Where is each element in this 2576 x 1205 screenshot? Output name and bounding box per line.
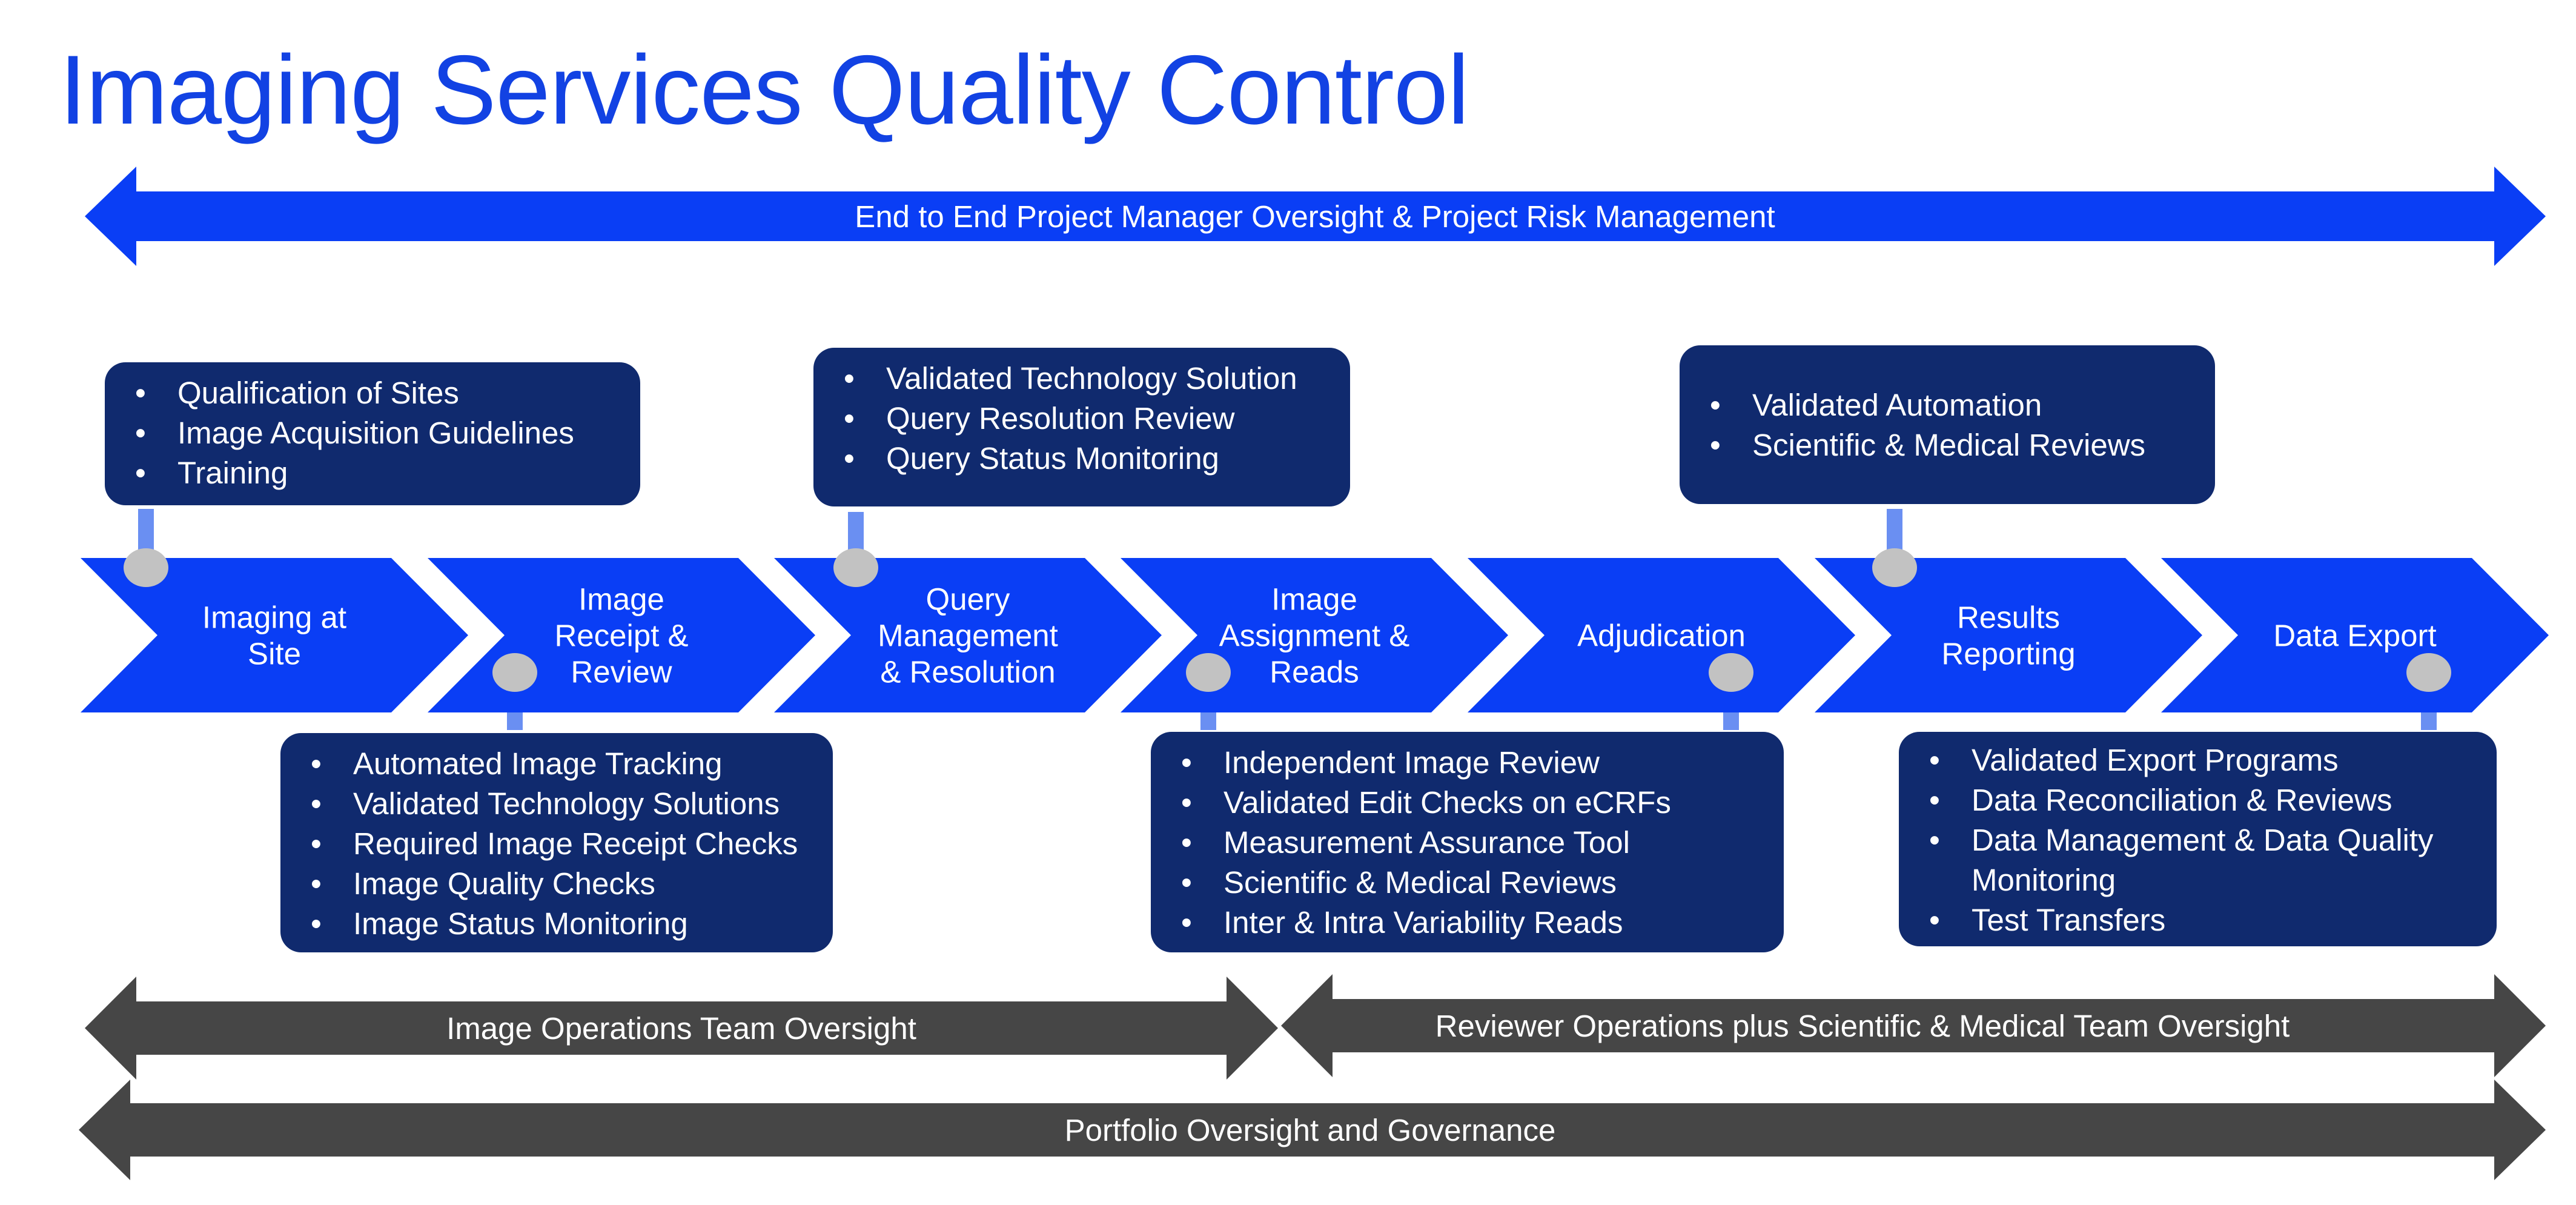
stage-label-line: Imaging at — [202, 600, 346, 635]
bullet-item: Test Transfers — [1929, 900, 2478, 940]
portfolio-arrow: Portfolio Oversight and Governance — [79, 1080, 2546, 1180]
bullet-item: Validated Edit Checks on eCRFs — [1181, 783, 1766, 823]
stage-label-line: Assignment & — [1219, 619, 1410, 653]
stage-label-line: Image — [1271, 582, 1357, 617]
bullet-item: Validated Technology Solution — [844, 359, 1332, 399]
receipt-activities-box: Automated Image TrackingValidated Techno… — [280, 733, 833, 952]
stage-label-line: Reads — [1270, 655, 1359, 689]
connector-pin — [833, 548, 878, 587]
bullet-item: Inter & Intra Variability Reads — [1181, 903, 1766, 943]
bullet-list: Validated Technology SolutionQuery Resol… — [844, 359, 1332, 479]
bullet-item: Scientific & Medical Reviews — [1710, 425, 2197, 465]
stage-label-line: Management — [878, 619, 1058, 653]
image-ops-arrow: Image Operations Team Oversight — [85, 977, 1278, 1080]
connector-pin — [492, 653, 537, 692]
connector-pin — [1186, 653, 1231, 692]
stage-data-export: Data Export — [2161, 558, 2549, 712]
bullet-list: Validated Export ProgramsData Reconcilia… — [1929, 740, 2478, 940]
bullet-item: Required Image Receipt Checks — [311, 824, 815, 864]
page-title: Imaging Services Quality Control — [59, 35, 1469, 145]
stage-label-line: Site — [248, 637, 301, 671]
site-activities-box: Qualification of SitesImage Acquisition … — [105, 362, 640, 505]
double-arrow-shape — [79, 1080, 2546, 1180]
connector-pin — [1872, 548, 1917, 587]
stage-label-line: Receipt & — [554, 619, 688, 653]
stage-label-line: Review — [571, 655, 672, 689]
query-activities-box: Validated Technology SolutionQuery Resol… — [813, 348, 1350, 506]
bullet-item: Qualification of Sites — [135, 373, 622, 413]
bullet-item: Image Status Monitoring — [311, 904, 815, 944]
stage-label-line: Reporting — [1941, 637, 2075, 671]
stage-adjudication: Adjudication — [1468, 558, 1855, 712]
top-oversight-arrow: End to End Project Manager Oversight & P… — [85, 167, 2546, 266]
bullet-list: Validated AutomationScientific & Medical… — [1710, 385, 2197, 465]
image-ops-label: Image Operations Team Oversight — [446, 1011, 916, 1046]
bullet-list: Qualification of SitesImage Acquisition … — [135, 373, 622, 493]
chevron-shape — [2161, 558, 2549, 712]
stage-label-line: Query — [926, 582, 1010, 617]
reads-activities-box: Independent Image ReviewValidated Edit C… — [1151, 732, 1784, 952]
bullet-item: Image Quality Checks — [311, 864, 815, 904]
bullet-list: Automated Image TrackingValidated Techno… — [311, 744, 815, 944]
bullet-list: Independent Image ReviewValidated Edit C… — [1181, 743, 1766, 943]
bullet-item: Measurement Assurance Tool — [1181, 823, 1766, 863]
reviewer-ops-arrow: Reviewer Operations plus Scientific & Me… — [1281, 974, 2546, 1077]
bullet-item: Image Acquisition Guidelines — [135, 413, 622, 453]
bullet-item: Automated Image Tracking — [311, 744, 815, 784]
stage-label-line: Image — [578, 582, 664, 617]
stage-label-line: Adjudication — [1577, 619, 1746, 653]
bullet-item: Validated Export Programs — [1929, 740, 2478, 780]
chevron-shape — [1468, 558, 1855, 712]
stage-label-line: Data Export — [2273, 619, 2436, 653]
top-arrow-label: End to End Project Manager Oversight & P… — [855, 199, 1775, 234]
bullet-item: Scientific & Medical Reviews — [1181, 863, 1766, 903]
double-arrow-shape — [85, 167, 2546, 266]
bullet-item: Independent Image Review — [1181, 743, 1766, 783]
portfolio-label: Portfolio Oversight and Governance — [1065, 1113, 1556, 1147]
connector-pin — [2406, 653, 2451, 692]
bullet-item: Query Resolution Review — [844, 399, 1332, 439]
bullet-item: Data Management & Data Quality Monitorin… — [1929, 820, 2478, 900]
connector-pin — [124, 548, 168, 587]
chevron-shape — [1815, 558, 2202, 712]
stage-label-line: & Resolution — [880, 655, 1055, 689]
results-activities-box: Validated AutomationScientific & Medical… — [1680, 345, 2215, 504]
bullet-item: Validated Automation — [1710, 385, 2197, 425]
stage-label-line: Results — [1957, 600, 2060, 635]
chevron-shape — [81, 558, 468, 712]
chevron-shape — [774, 558, 1162, 712]
reviewer-ops-label: Reviewer Operations plus Scientific & Me… — [1435, 1009, 2290, 1043]
connector-pins — [124, 548, 2451, 692]
bullet-item: Query Status Monitoring — [844, 439, 1332, 479]
bullet-item: Validated Technology Solutions — [311, 784, 815, 824]
double-arrow-shape — [1281, 974, 2546, 1077]
connector-pin — [1709, 653, 1753, 692]
bullet-item: Data Reconciliation & Reviews — [1929, 780, 2478, 820]
double-arrow-shape — [85, 977, 1278, 1080]
bullet-item: Training — [135, 453, 622, 493]
export-activities-box: Validated Export ProgramsData Reconcilia… — [1899, 732, 2497, 946]
